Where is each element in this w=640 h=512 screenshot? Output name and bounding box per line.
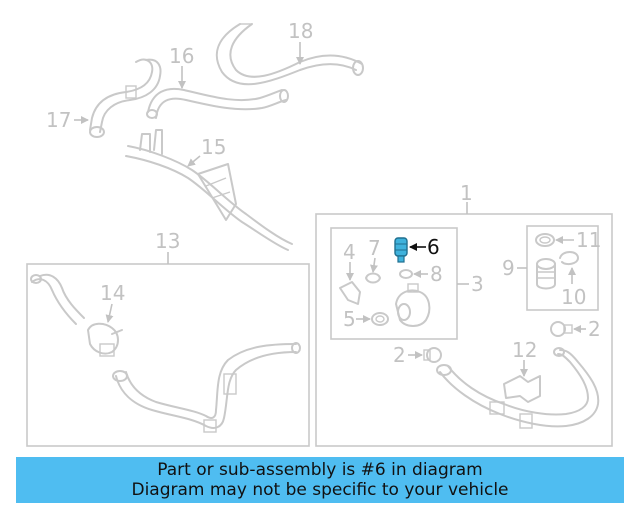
assembly-box-1 [315, 213, 613, 447]
callout-2-right: 2 [588, 317, 601, 341]
callout-18: 18 [288, 19, 313, 43]
callout-3: 3 [471, 272, 484, 296]
part-10-clip [559, 251, 579, 284]
part-9-thermostat [536, 258, 556, 290]
callout-6: 6 [427, 235, 440, 259]
callout-12: 12 [512, 338, 537, 362]
part-18-hose [215, 23, 364, 86]
info-banner: Part or sub-assembly is #6 in diagram Di… [16, 457, 624, 503]
part-17-hose [74, 58, 162, 138]
callout-2-left: 2 [393, 343, 406, 367]
callout-10: 10 [561, 285, 586, 309]
part-5-oring [356, 312, 389, 326]
banner-line-part: Part or sub-assembly is #6 in diagram [157, 460, 483, 480]
part-4-bracket [339, 262, 361, 305]
part-2-clamp-left [408, 347, 442, 363]
callout-17: 17 [46, 108, 71, 132]
part-12-bracket [503, 360, 541, 403]
callout-7: 7 [368, 236, 381, 260]
part-13-hose [112, 342, 301, 433]
part-16-hose [146, 66, 289, 119]
callout-4: 4 [343, 240, 356, 264]
part-15-pipe [125, 129, 293, 251]
part-6-sensor [394, 237, 426, 263]
callout-8: 8 [430, 262, 443, 286]
part-1-hose [436, 347, 600, 429]
callout-16: 16 [169, 44, 194, 68]
callout-13: 13 [155, 229, 180, 253]
part-8-oring [399, 269, 428, 279]
part-14-connector-hose [30, 273, 123, 357]
callout-5: 5 [343, 307, 356, 331]
part-11-oring [535, 233, 574, 247]
part-3-housing [395, 283, 431, 327]
callout-11: 11 [576, 228, 601, 252]
callout-15: 15 [201, 135, 226, 159]
part-7-clip [365, 257, 381, 284]
callout-1: 1 [460, 181, 473, 205]
banner-line-disclaimer: Diagram may not be specific to your vehi… [131, 480, 509, 500]
callout-14: 14 [100, 281, 125, 305]
parts-diagram: 1 2 2 3 4 5 6 7 8 9 10 11 12 13 14 15 16… [26, 19, 613, 447]
callout-9: 9 [502, 256, 515, 280]
part-2-clamp-right [550, 321, 586, 337]
